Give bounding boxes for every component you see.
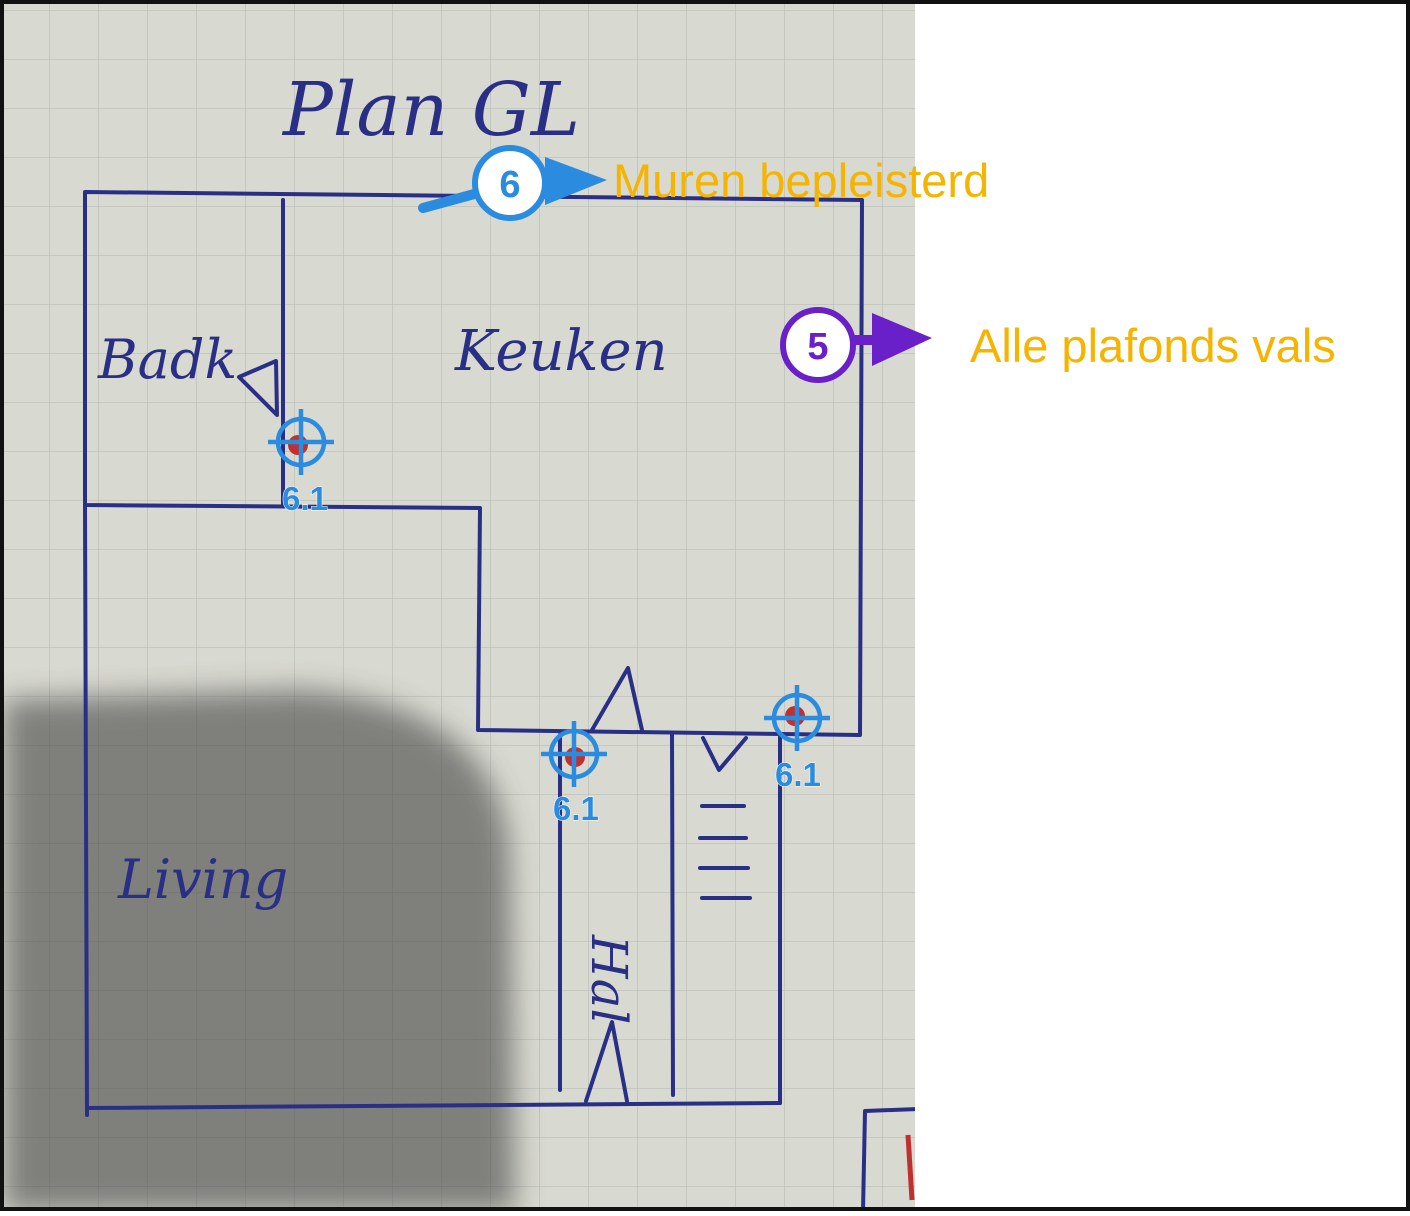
- target-marker-1[interactable]: 6.1: [268, 409, 334, 518]
- hand-shadow: [4, 690, 515, 1211]
- marker-number: 5: [807, 326, 828, 368]
- target-label: 6.1: [775, 756, 821, 793]
- living-west-wall: [83, 503, 89, 1117]
- annotation-walls-plastered: Muren bepleisterd: [613, 154, 990, 207]
- crosshair-lines: [764, 685, 830, 751]
- stair-door-swing: [701, 736, 748, 772]
- room-label-kitchen: Keuken: [454, 319, 668, 384]
- living-south-wall: [85, 1101, 782, 1110]
- callout-marker-5[interactable]: 5: [780, 307, 932, 383]
- room-label-hall: Hal: [580, 934, 638, 1024]
- callout-marker-6[interactable]: 6: [418, 145, 607, 221]
- stair-wall-left: [670, 733, 675, 1097]
- target-label: 6.1: [282, 480, 328, 517]
- marker-badge: [472, 145, 548, 221]
- target-label: 6.1: [553, 790, 599, 827]
- target-marker-2[interactable]: 6.1: [541, 721, 607, 828]
- room-label-living: Living: [117, 848, 288, 911]
- arrow-right-icon: [545, 157, 607, 205]
- hall-door-swing: [584, 1020, 629, 1103]
- crosshair-lines: [541, 721, 607, 787]
- walls: [83, 190, 915, 1211]
- adjacent-room-wall: [861, 1107, 915, 1211]
- marker-badge: [780, 307, 856, 383]
- stair-treads: [698, 804, 752, 900]
- marker-number: 6: [499, 164, 520, 206]
- red-line-edge: [905, 1134, 915, 1201]
- annotation-false-ceilings: Alle plafonds vals: [970, 319, 1336, 372]
- marker-tail: [418, 188, 483, 213]
- sketch-photo: Plan GL Badk Keuken Living Hal: [4, 4, 915, 1211]
- room-label-bathroom: Badk: [97, 328, 237, 391]
- target-marker-3[interactable]: 6.1: [764, 685, 830, 794]
- kitchen-door-swing: [590, 666, 644, 732]
- bath-door-swing: [237, 359, 279, 417]
- arrow-right-icon: [872, 313, 932, 366]
- crosshair-lines: [268, 409, 334, 475]
- sketch-title: Plan GL: [281, 67, 580, 153]
